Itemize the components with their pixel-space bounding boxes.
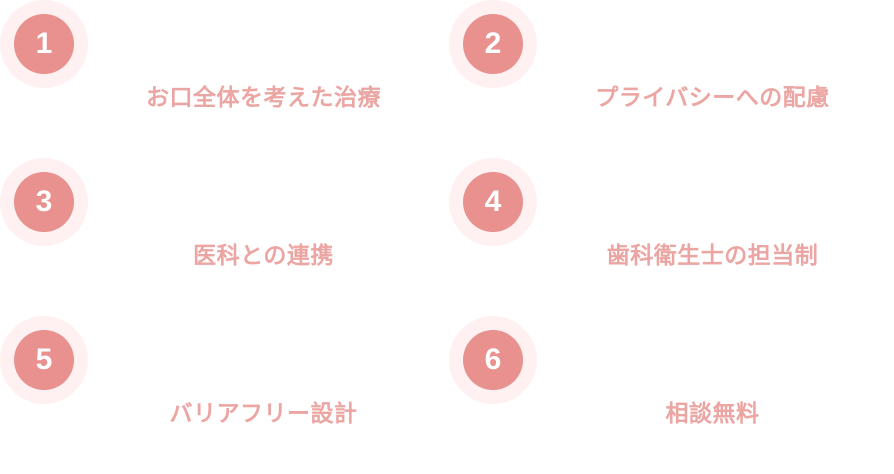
feature-item-3: 3 医科との連携 <box>0 158 447 316</box>
feature-label: 歯科衛生士の担当制 <box>606 243 819 269</box>
feature-label: 医科との連携 <box>193 243 334 269</box>
feature-item-6: 6 相談無料 <box>449 316 894 474</box>
feature-label: お口全体を考えた治療 <box>146 85 381 111</box>
number-badge: 1 <box>14 14 74 74</box>
number-badge: 4 <box>463 172 523 232</box>
feature-label: バリアフリー設計 <box>169 401 358 427</box>
number-badge: 3 <box>14 172 74 232</box>
feature-item-2: 2 プライバシーへの配慮 <box>449 0 894 158</box>
number-badge: 2 <box>463 14 523 74</box>
feature-label: 相談無料 <box>665 401 760 427</box>
feature-item-4: 4 歯科衛生士の担当制 <box>449 158 894 316</box>
number-badge: 6 <box>463 330 523 390</box>
feature-item-1: 1 お口全体を考えた治療 <box>0 0 447 158</box>
feature-label: プライバシーへの配慮 <box>595 85 830 111</box>
feature-item-5: 5 バリアフリー設計 <box>0 316 447 474</box>
number-badge: 5 <box>14 330 74 390</box>
